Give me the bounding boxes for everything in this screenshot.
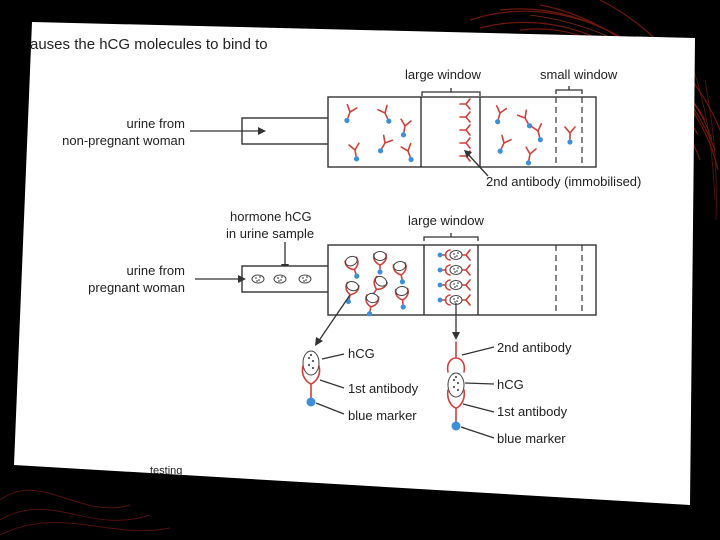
left-legend-pointer (317, 294, 351, 343)
free-antibody (495, 105, 508, 125)
bottom-inlet-arrowhead (238, 275, 246, 283)
right-legend-ab-label: 1st antibody (497, 404, 568, 419)
right-legend-line-2nd (461, 346, 495, 356)
free-antibody (348, 142, 360, 162)
free-antibody (344, 103, 358, 124)
top-panel: large window small window urine from non… (62, 67, 641, 189)
right-legend-marker-shape (451, 421, 461, 431)
right-legend-line-hcg (464, 382, 495, 385)
right-legend-line-marker (460, 426, 495, 439)
left-legend-hcg-dots (307, 353, 315, 370)
antibody-hcg-complex (365, 292, 380, 317)
top-sample-label-1: urine from (126, 116, 185, 131)
free-antibody (516, 109, 533, 129)
top-inlet-arrowhead (258, 127, 266, 135)
left-legend-line-ab (319, 379, 345, 389)
left-legend-hcg-label: hCG (348, 346, 375, 361)
right-legend-hcg-label: hCG (497, 377, 524, 392)
left-legend-line-hcg (321, 353, 345, 360)
left-legend-marker-shape (306, 397, 316, 407)
right-legend-hcg-shape (447, 372, 465, 398)
antibody-hcg-complex (344, 255, 360, 279)
antibody-hcg-complex (394, 285, 409, 310)
antibody-hcg-complex (372, 251, 388, 275)
footer-fragment: testing (150, 465, 182, 477)
free-antibody (525, 146, 537, 166)
left-legend-antibody-shape (301, 365, 321, 399)
bottom-hormone-label-1: hormone hCG (230, 209, 312, 224)
captured-first-antibody (437, 279, 451, 291)
top-free-antibodies (344, 103, 576, 166)
left-legend-hcg-shape (302, 350, 320, 376)
bottom-hormone-label-2: in urine sample (226, 226, 314, 241)
hcg-molecule (449, 250, 463, 260)
bottom-sample-label-1: urine from (126, 263, 185, 278)
captured-first-antibody (437, 264, 451, 276)
free-antibody (400, 142, 414, 163)
bottom-sample-label-2: pregnant woman (88, 280, 185, 295)
top-large-window-bracket (421, 88, 481, 96)
hcg-molecule (298, 274, 312, 284)
left-legend: hCG 1st antibody blue marker (301, 346, 419, 423)
top-sample-label-2: non-pregnant woman (62, 133, 185, 148)
right-legend-line-ab (462, 403, 495, 413)
free-antibody (377, 104, 392, 124)
immobilised-antibody (459, 98, 471, 110)
bottom-panel: hormone hCG in urine sample large window… (88, 209, 597, 346)
top-immobilised-label: 2nd antibody (immobilised) (486, 174, 641, 189)
top-small-window-label: small window (540, 67, 618, 82)
right-legend: 2nd antibody hCG 1st antibody blue marke… (446, 340, 572, 446)
bottom-large-window-label: large window (408, 213, 484, 228)
free-antibody (400, 118, 412, 138)
antibody-hcg-complex (392, 260, 407, 285)
immobilised-antibody (459, 124, 471, 136)
immobilised-antibody (459, 111, 471, 123)
top-immobilised-pointer (465, 151, 489, 177)
free-antibody (377, 134, 394, 154)
free-antibody (497, 134, 512, 154)
captured-first-antibody (437, 249, 451, 261)
caption-fragment: auses the hCG molecules to bind to (30, 36, 268, 53)
left-legend-marker-label: blue marker (348, 408, 417, 423)
right-legend-first-antibody-shape (446, 389, 466, 423)
immobilised-antibody (459, 137, 471, 149)
top-immobilised-pointer-head (464, 150, 472, 158)
bottom-inlet-hcg-molecules (251, 274, 312, 284)
right-legend-hcg-dots (452, 375, 460, 392)
right-legend-2nd-label: 2nd antibody (497, 340, 572, 355)
antibody-hcg-complex (345, 280, 360, 305)
bottom-captured-complexes (437, 249, 471, 306)
left-legend-line-marker (315, 402, 345, 415)
hcg-molecule (449, 280, 463, 290)
captured-first-antibody (437, 294, 451, 306)
bottom-bound-antibodies (344, 251, 409, 317)
right-legend-pointer-head (452, 332, 460, 340)
hcg-molecule (251, 274, 265, 284)
bottom-large-window-bracket (423, 233, 479, 241)
right-legend-second-antibody-shape (446, 341, 466, 373)
right-legend-marker-label: blue marker (497, 431, 566, 446)
left-legend-pointer-head (315, 337, 323, 346)
top-small-window-bracket (555, 86, 583, 94)
left-legend-ab-label: 1st antibody (348, 381, 419, 396)
free-antibody (530, 123, 543, 143)
hcg-molecule (273, 274, 287, 284)
hcg-molecule (449, 265, 463, 275)
top-large-window-label: large window (405, 67, 481, 82)
free-antibody (564, 126, 576, 145)
